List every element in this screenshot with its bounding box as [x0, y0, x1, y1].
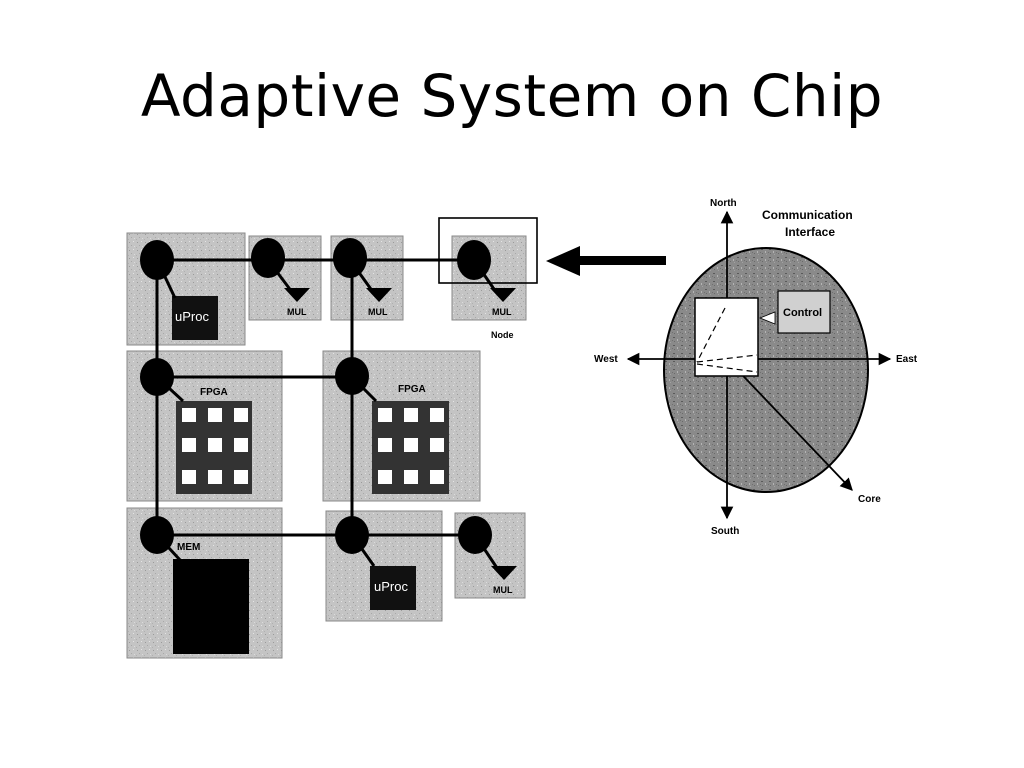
comm-interface-label-2: Interface — [785, 225, 835, 239]
comm-interface-box — [694, 297, 759, 377]
mul-label-1: MUL — [287, 307, 307, 317]
router-node — [251, 238, 285, 278]
router-node — [333, 238, 367, 278]
mul-label-4: MUL — [493, 585, 513, 595]
east-label: East — [896, 354, 918, 365]
router-nodes — [140, 238, 492, 554]
south-label: South — [711, 526, 739, 537]
fpga-array-2 — [372, 401, 449, 494]
uproc-core-bottom — [370, 566, 416, 610]
control-box — [777, 290, 831, 334]
router-node — [335, 357, 369, 395]
control-label: Control — [783, 307, 822, 319]
core-axis — [726, 358, 853, 491]
router-node — [140, 358, 174, 396]
node-grid: uProc Node MEM uProc F — [126, 217, 538, 659]
core-label: Core — [858, 494, 881, 505]
mul-units: MUL MUL MUL MUL — [284, 288, 517, 595]
uproc-label-bottom: uProc — [374, 579, 408, 594]
router-node — [457, 240, 491, 280]
zoom-arrow — [546, 246, 666, 276]
interconnect-links — [155, 258, 499, 569]
mul-block-3 — [451, 235, 527, 321]
node-detail: Control North South East West Core Commu… — [594, 198, 918, 537]
mul-label-2: MUL — [368, 307, 388, 317]
router-node — [335, 516, 369, 554]
slide-title: Adaptive System on Chip — [140, 62, 884, 130]
mem-core — [173, 559, 249, 654]
uproc-core-top — [172, 296, 218, 340]
router-node — [458, 516, 492, 554]
mem-label: MEM — [177, 542, 200, 553]
comm-interface-label-1: Communication — [762, 208, 853, 222]
fpga-label-2: FPGA — [398, 384, 426, 395]
router-node — [140, 516, 174, 554]
north-label: North — [710, 198, 737, 209]
router-node — [140, 240, 174, 280]
mul-block-1 — [248, 235, 322, 321]
west-label: West — [594, 354, 618, 365]
mul-label-3: MUL — [492, 307, 512, 317]
fpga-array-1 — [176, 401, 252, 494]
uproc-label-top: uProc — [175, 309, 209, 324]
node-label: Node — [491, 330, 514, 340]
fpga-label-1: FPGA — [200, 387, 228, 398]
